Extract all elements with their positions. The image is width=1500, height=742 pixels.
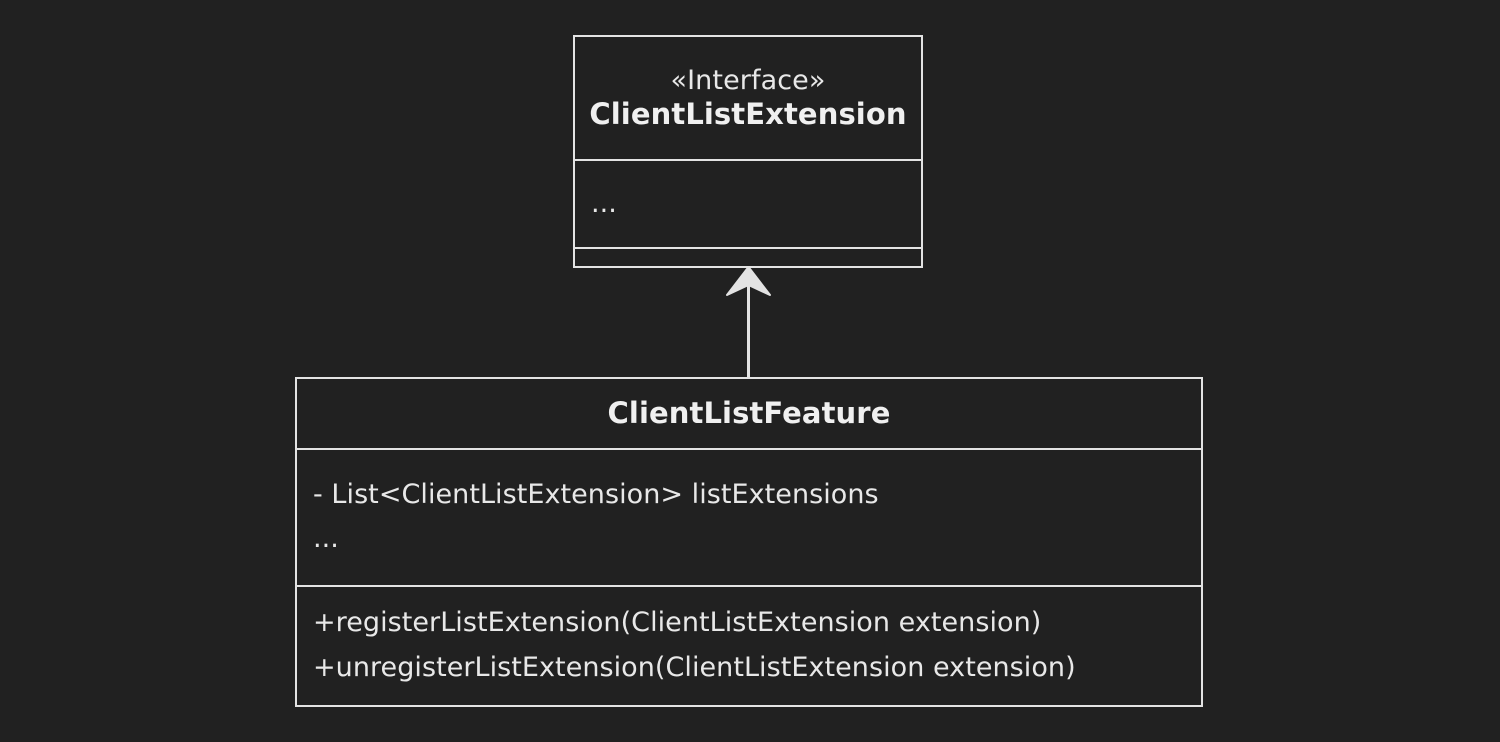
- class-operations-compartment: [575, 247, 921, 266]
- class-title: ClientListFeature: [607, 395, 891, 430]
- class-stereotype: «Interface»: [670, 64, 826, 96]
- generalization-arrowhead: [726, 266, 771, 296]
- attribute-line: - List<ClientListExtension> listExtensio…: [313, 478, 879, 510]
- class-operations-compartment: +registerListExtension(ClientListExtensi…: [297, 584, 1201, 705]
- class-name-compartment: ClientListFeature: [297, 379, 1201, 448]
- class-box-client-list-extension[interactable]: «Interface» ClientListExtension ...: [573, 35, 923, 268]
- class-attributes-compartment: - List<ClientListExtension> listExtensio…: [297, 447, 1201, 585]
- class-name-compartment: «Interface» ClientListExtension: [575, 37, 921, 159]
- class-box-client-list-feature[interactable]: ClientListFeature - List<ClientListExten…: [295, 377, 1203, 707]
- operation-line: +registerListExtension(ClientListExtensi…: [313, 607, 1042, 639]
- class-title: ClientListExtension: [589, 96, 907, 131]
- class-attributes-compartment: ...: [575, 159, 921, 247]
- attribute-line: ...: [591, 187, 617, 219]
- operation-line: +unregisterListExtension(ClientListExten…: [313, 651, 1076, 683]
- attribute-line-ellipsis: ...: [313, 523, 339, 555]
